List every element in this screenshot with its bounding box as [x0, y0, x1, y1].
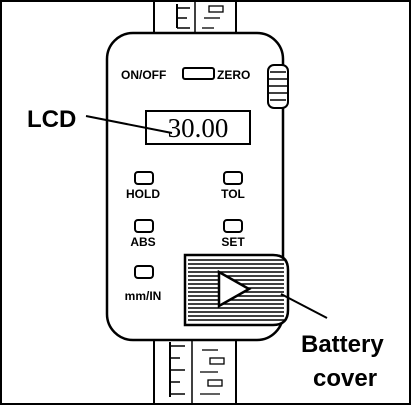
hold-label: HOLD: [126, 187, 160, 201]
battery-cover[interactable]: [183, 253, 290, 327]
battery-leader-line: [280, 293, 328, 319]
scale-bar-bottom: [153, 336, 237, 403]
lcd-leader-line: [85, 115, 173, 134]
power-zero-button[interactable]: [182, 67, 215, 80]
thumb-wheel[interactable]: [267, 64, 289, 109]
lcd-display: [145, 110, 251, 145]
set-label: SET: [221, 235, 245, 249]
scale-bar-top: [153, 2, 237, 37]
power-label: ON/OFF: [121, 68, 166, 82]
units-button[interactable]: [134, 265, 154, 279]
abs-label: ABS: [130, 235, 155, 249]
set-button[interactable]: [223, 219, 243, 233]
lcd-callout-label: LCD: [27, 106, 76, 133]
zero-label: ZERO: [217, 68, 250, 82]
units-label: mm/IN: [125, 289, 162, 303]
battery-callout-line1: Battery: [301, 331, 384, 358]
hold-button[interactable]: [134, 171, 154, 185]
lcd-reading: 30.00: [168, 113, 229, 143]
battery-callout-line2: cover: [313, 365, 377, 392]
tol-label: TOL: [221, 187, 245, 201]
abs-button[interactable]: [134, 219, 154, 233]
triangle-arrow-icon: [217, 269, 252, 309]
tol-button[interactable]: [223, 171, 243, 185]
